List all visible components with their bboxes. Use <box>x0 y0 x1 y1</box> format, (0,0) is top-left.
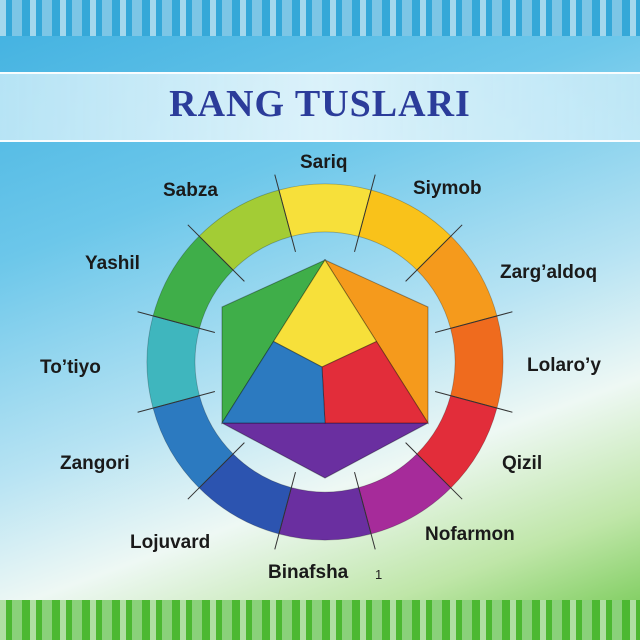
ring-tick-lines <box>137 174 513 550</box>
label-yashil: Yashil <box>85 253 140 274</box>
label-lolaroy: Lolaro’y <box>527 355 601 376</box>
tick-line <box>274 174 296 253</box>
tick-line <box>405 224 463 282</box>
label-zargaldoq: Zarg’aldoq <box>500 262 598 283</box>
ring-segment-binafsha <box>278 487 372 541</box>
label-binafsha: Binafsha <box>268 562 349 583</box>
ring-segment-totiyo <box>146 315 200 409</box>
tick-line <box>137 311 216 333</box>
tick-line <box>434 391 513 413</box>
label-sabza: Sabza <box>163 180 218 201</box>
decorative-bottom-band <box>0 600 640 640</box>
tick-line <box>187 224 245 282</box>
page-title: RANG TUSLARI <box>169 83 471 125</box>
decorative-top-band <box>0 0 640 36</box>
color-ring <box>146 183 504 541</box>
triangle-blue <box>221 340 326 424</box>
tick-line <box>274 471 296 550</box>
title-bar <box>0 72 640 142</box>
ring-segment-sariq <box>278 183 372 237</box>
label-siymob: Siymob <box>413 178 482 199</box>
tick-line <box>354 471 376 550</box>
label-qizil: Qizil <box>502 453 543 474</box>
tick-line <box>354 174 376 253</box>
label-sariq: Sariq <box>300 152 348 173</box>
tick-line <box>187 442 245 500</box>
label-zangori: Zangori <box>60 453 130 474</box>
label-nofarmon: Nofarmon <box>425 524 515 545</box>
ring-segment-lolaroy <box>450 315 504 409</box>
label-totiyo: To’tiyo <box>40 357 101 378</box>
inner-hexagon <box>221 258 429 479</box>
tick-line <box>137 391 216 413</box>
tick-line <box>405 442 463 500</box>
label-lojuvard: Lojuvard <box>130 532 211 553</box>
hex-purple-wing <box>221 422 429 479</box>
tick-line <box>434 311 513 333</box>
page-number: 1 <box>375 567 383 582</box>
